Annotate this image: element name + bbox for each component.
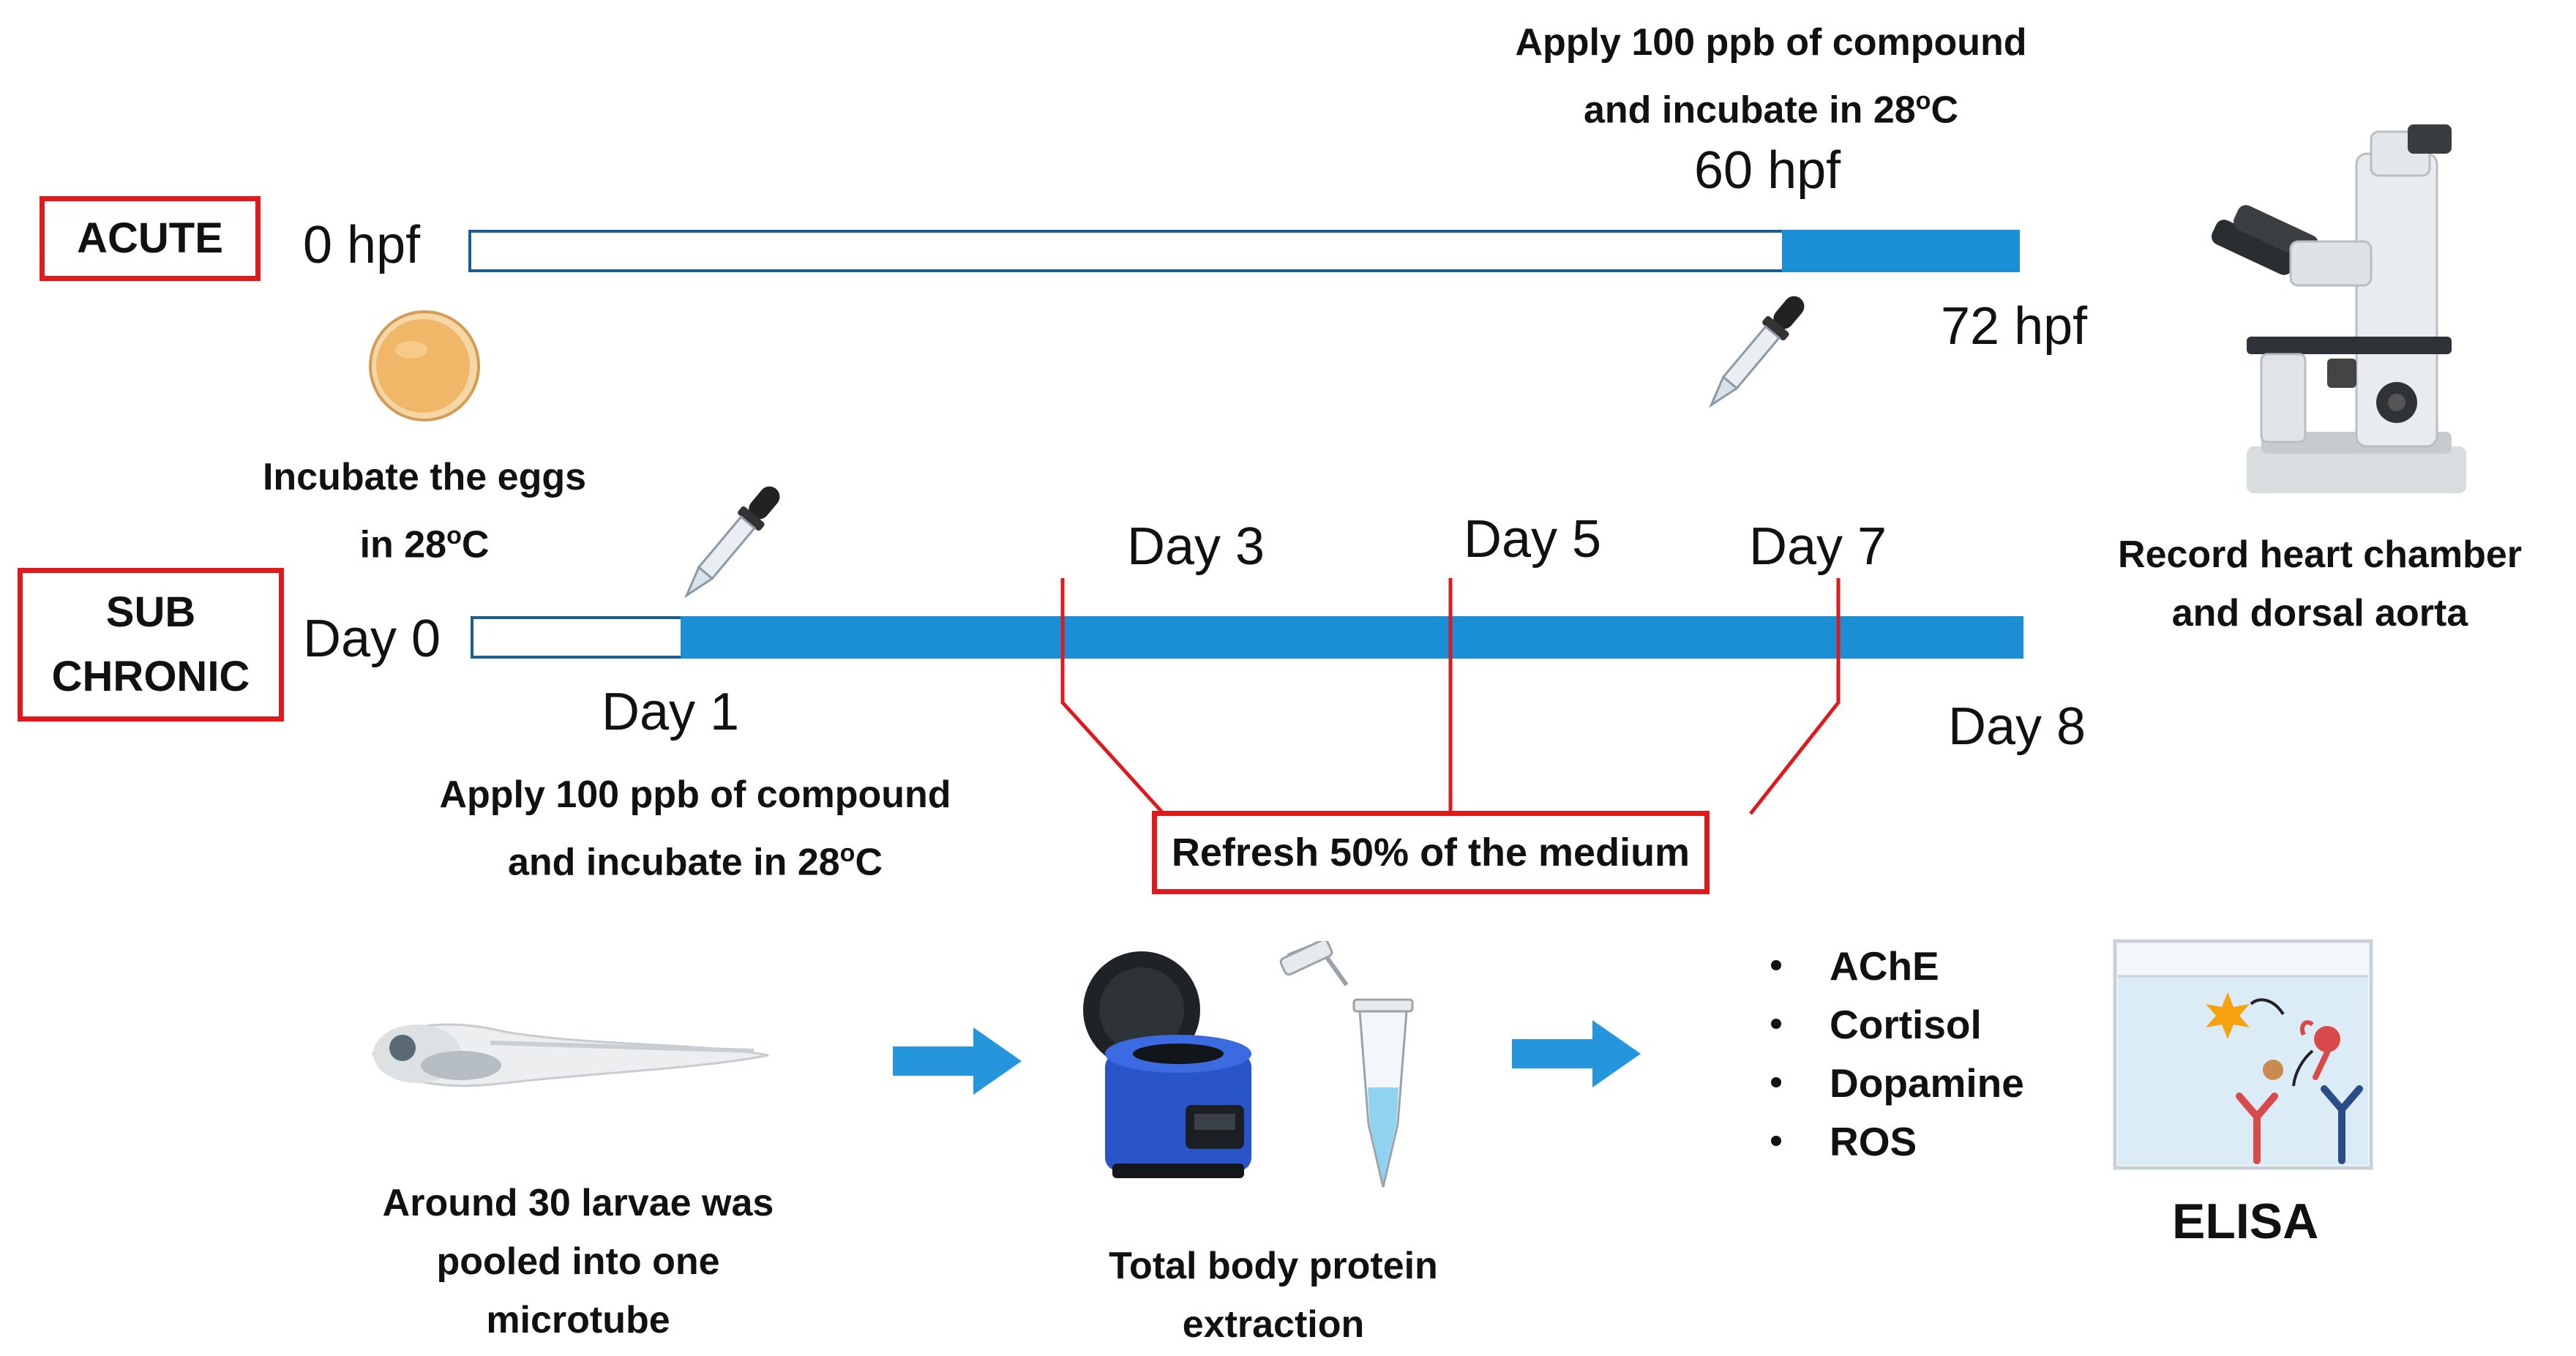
subchronic-exposure-segment bbox=[681, 616, 2023, 659]
eggs-caption: Incubate the eggs in 28oC bbox=[220, 448, 629, 574]
day3-label: Day 3 bbox=[1127, 517, 1265, 576]
extraction-caption: Total body protein extraction bbox=[1046, 1237, 1500, 1354]
eggs-caption-line1: Incubate the eggs bbox=[262, 456, 587, 498]
dropper-icon bbox=[1708, 296, 1805, 408]
subchronic-apply-line2: and incubate in 28oC bbox=[508, 839, 883, 884]
microtube-icon bbox=[1279, 941, 1414, 1188]
acute-start-label: 0 hpf bbox=[303, 216, 421, 274]
larvae-caption-line3: microtube bbox=[486, 1299, 670, 1341]
assay-list: AChE Cortisol Dopamine ROS bbox=[1771, 937, 2024, 1171]
acute-mark-label: 60 hpf bbox=[1694, 141, 1841, 200]
arrow-right-icon bbox=[1512, 1020, 1641, 1087]
microscope-caption-line2: and dorsal aorta bbox=[2171, 592, 2468, 634]
eggs-caption-line2: in 28oC bbox=[359, 522, 490, 566]
larva-icon bbox=[372, 1023, 769, 1087]
dropper-icon bbox=[684, 486, 780, 599]
larvae-caption-line1: Around 30 larvae was bbox=[382, 1182, 774, 1224]
assay-item: ROS bbox=[1771, 1112, 2024, 1171]
larvae-caption-line2: pooled into one bbox=[436, 1240, 720, 1283]
acute-apply-line1: Apply 100 ppb of compound bbox=[1515, 21, 2027, 64]
refresh-medium-label: Refresh 50% of the medium bbox=[1171, 831, 1690, 874]
subchronic-label-line1: SUB bbox=[105, 588, 196, 636]
extraction-caption-line1: Total body protein bbox=[1109, 1245, 1438, 1287]
microscope-caption-line1: Record heart chamber bbox=[2118, 533, 2522, 576]
acute-end-label: 72 hpf bbox=[1941, 297, 2088, 356]
subchronic-timeline-bar bbox=[471, 616, 2023, 659]
day1-label: Day 1 bbox=[602, 683, 740, 741]
arrow-right-icon bbox=[893, 1027, 1022, 1095]
day7-label: Day 7 bbox=[1749, 517, 1887, 576]
subchronic-label-box: SUB CHRONIC bbox=[18, 568, 284, 722]
refresh-medium-box: Refresh 50% of the medium bbox=[1152, 811, 1710, 894]
acute-exposure-segment bbox=[1782, 230, 2020, 272]
subchronic-apply-caption: Apply 100 ppb of compound and incubate i… bbox=[395, 765, 995, 891]
extraction-caption-line2: extraction bbox=[1182, 1303, 1365, 1346]
day8-label: Day 8 bbox=[1948, 697, 2086, 756]
homogenizer-icon bbox=[1083, 951, 1251, 1178]
elisa-well-icon bbox=[2113, 939, 2373, 1170]
assay-item: Cortisol bbox=[1771, 995, 2024, 1054]
subchronic-label-line2: CHRONIC bbox=[51, 653, 250, 700]
assay-item: AChE bbox=[1771, 937, 2024, 995]
acute-label: ACUTE bbox=[77, 214, 223, 262]
acute-timeline-bar bbox=[468, 230, 2020, 272]
microscope-caption: Record heart chamber and dorsal aorta bbox=[2093, 525, 2547, 643]
assay-item: Dopamine bbox=[1771, 1054, 2024, 1112]
day5-label: Day 5 bbox=[1464, 510, 1602, 569]
egg-icon bbox=[369, 310, 480, 422]
subchronic-start-label: Day 0 bbox=[303, 610, 441, 668]
acute-apply-caption: Apply 100 ppb of compound and incubate i… bbox=[1471, 13, 2071, 139]
microscope-icon bbox=[2211, 124, 2466, 493]
elisa-label: ELISA bbox=[2172, 1194, 2319, 1249]
acute-label-box: ACUTE bbox=[40, 196, 261, 281]
larvae-caption: Around 30 larvae was pooled into one mic… bbox=[344, 1174, 812, 1349]
acute-apply-line2: and incubate in 28oC bbox=[1584, 87, 1958, 132]
subchronic-apply-line1: Apply 100 ppb of compound bbox=[439, 773, 951, 816]
